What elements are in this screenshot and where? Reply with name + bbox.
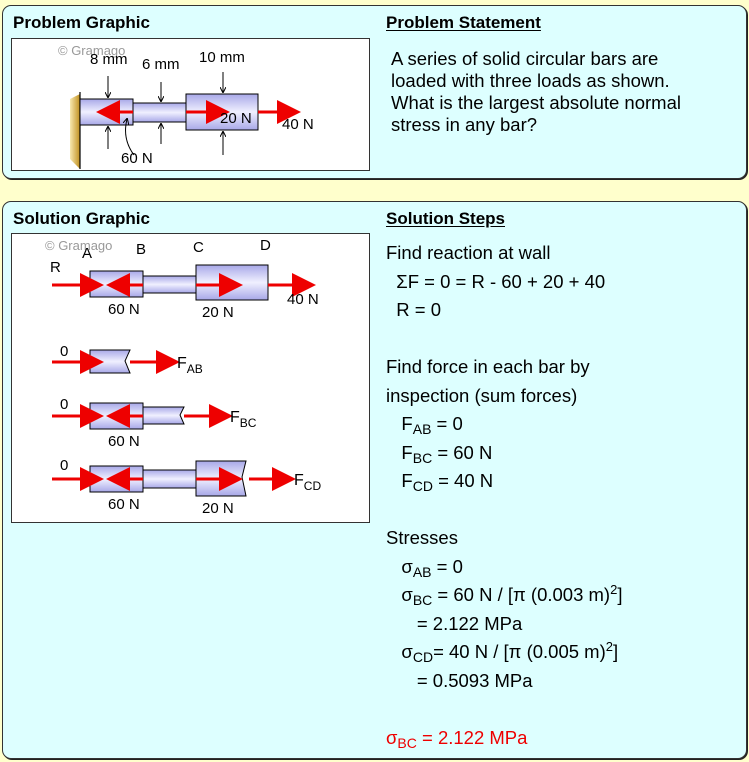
- solution-steps: Find reaction at wall ΣF = 0 = R - 60 + …: [386, 239, 622, 752]
- watermark: © Gramago: [45, 238, 112, 253]
- watermark: © Gramago: [58, 43, 125, 58]
- zero-label: 0: [60, 457, 68, 474]
- load-label: 60 N: [121, 150, 153, 167]
- reaction-label: R: [50, 259, 61, 276]
- problem-diagram: © Gramago 8 mm 6 mm 10 mm 60 N 20 N 40 N: [58, 43, 314, 169]
- problem-panel: Problem Graphic © Gramago 8 mm 6 mm 10 m…: [2, 5, 747, 179]
- force-cd: FCD = 40 N: [401, 470, 494, 494]
- load-label: 20 N: [220, 110, 252, 127]
- step-line: ΣF = 0 = R - 60 + 20 + 40: [386, 270, 606, 292]
- force-ab: FAB = 0: [401, 413, 463, 437]
- point-label: A: [82, 245, 92, 262]
- statement-line: What is the largest absolute normal: [391, 92, 681, 113]
- statement-line: stress in any bar?: [391, 114, 538, 135]
- step-line: Find force in each bar by: [386, 356, 590, 377]
- point-label: B: [136, 241, 146, 258]
- zero-label: 0: [60, 396, 68, 413]
- stress-cd-result: = 0.5093 MPa: [386, 669, 533, 691]
- solution-graphic: © Gramago A B C D R 60 N 20 N 40 N 0 FAB…: [11, 233, 370, 523]
- bar-bc: [132, 102, 187, 123]
- problem-statement-title: Problem Statement: [386, 13, 541, 32]
- f-cd-label: FCD: [294, 472, 321, 493]
- dim-label: 6 mm: [142, 56, 180, 73]
- solution-panel: Solution Graphic © Gramago A B C D R 60 …: [2, 201, 747, 759]
- stress-bc-result: = 2.122 MPa: [386, 612, 523, 634]
- stress-cd: σCD= 40 N / [π (0.005 m)2]: [401, 639, 619, 665]
- f-ab-label: FAB: [177, 355, 203, 376]
- step-line: Find reaction at wall: [386, 242, 551, 263]
- statement-line: A series of solid circular bars are: [391, 48, 659, 69]
- stress-ab: σAB = 0: [401, 555, 463, 580]
- solution-graphic-title: Solution Graphic: [13, 209, 150, 228]
- load-label: 40 N: [282, 116, 314, 133]
- dim-label: 10 mm: [199, 49, 245, 66]
- point-label: D: [260, 237, 271, 254]
- point-label: C: [193, 239, 204, 256]
- force-bc: FBC = 60 N: [401, 441, 493, 466]
- statement-line: loaded with three loads as shown.: [391, 70, 670, 91]
- load-label: 40 N: [287, 291, 319, 308]
- step-line: inspection (sum forces): [386, 384, 578, 406]
- zero-label: 0: [60, 343, 68, 360]
- problem-graphic: © Gramago 8 mm 6 mm 10 mm 60 N 20 N 40 N: [11, 38, 370, 171]
- f-bc-label: FBC: [230, 409, 257, 430]
- problem-graphic-title: Problem Graphic: [13, 13, 150, 32]
- load-label: 60 N: [108, 433, 140, 450]
- problem-statement: A series of solid circular bars are load…: [391, 48, 681, 136]
- final-answer: σBC = 2.122 MPa: [386, 726, 528, 751]
- load-label: 20 N: [202, 304, 234, 321]
- solution-diagram: © Gramago A B C D R 60 N 20 N 40 N 0 FAB…: [45, 237, 321, 517]
- load-label: 60 N: [108, 301, 140, 318]
- step-line: Stresses: [386, 527, 458, 548]
- stress-bc: σBC = 60 N / [π (0.003 m)2]: [401, 582, 623, 608]
- wall: [70, 94, 80, 169]
- load-label: 20 N: [202, 500, 234, 517]
- solution-steps-title: Solution Steps: [386, 209, 505, 228]
- step-line: R = 0: [386, 299, 442, 320]
- dim-label: 8 mm: [90, 51, 128, 68]
- load-label: 60 N: [108, 496, 140, 513]
